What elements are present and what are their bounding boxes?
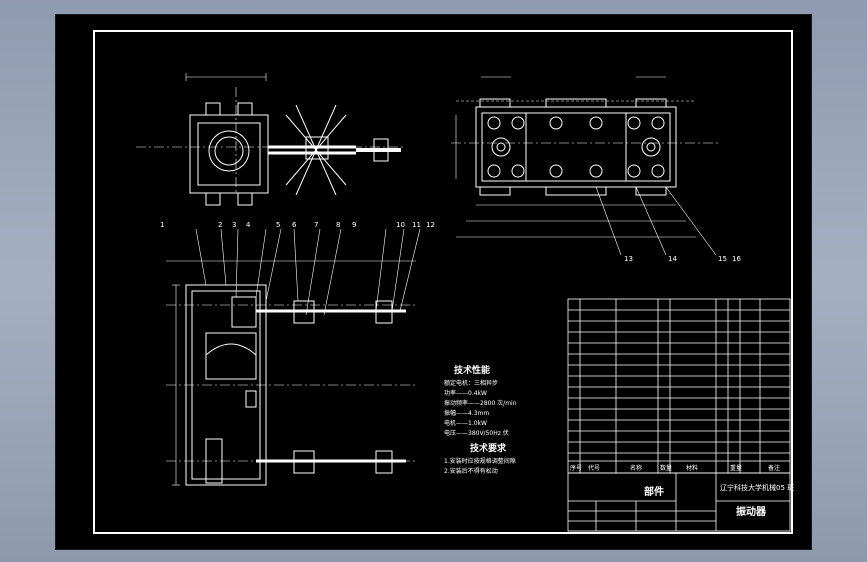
part-numbers: 1 2 3 4 5 6 7 8 9 10 11 12 13 14 15 16 bbox=[160, 221, 741, 263]
bom-header-cell: 备注 bbox=[768, 464, 780, 472]
part-number: 10 bbox=[396, 221, 405, 229]
part-number: 16 bbox=[732, 255, 741, 263]
bom-header: 序号 代号 名称 数量 材料 重量 备注 bbox=[570, 464, 780, 472]
part-number: 9 bbox=[352, 221, 356, 229]
bom-header-cell: 重量 bbox=[730, 464, 742, 472]
drawing-name: 振动器 bbox=[736, 505, 767, 518]
part-number: 4 bbox=[246, 221, 251, 229]
tech-requirement: 1.安装时应按规格调整间隙 bbox=[444, 457, 516, 465]
tech-param: 振动频率——2800 次/min bbox=[444, 399, 517, 407]
tech-param: 功率——0.4kW bbox=[444, 389, 487, 397]
sheet-border bbox=[93, 30, 793, 534]
tech-param: 额定电机：三相异步 bbox=[444, 379, 498, 387]
part-number: 2 bbox=[218, 221, 222, 229]
part-number: 8 bbox=[336, 221, 340, 229]
cad-drawing: 1 2 3 4 5 6 7 8 9 10 11 12 13 14 15 16 技… bbox=[93, 30, 794, 534]
part-number: 1 bbox=[160, 221, 164, 229]
tech-param: 电压——380V/50Hz 伏 bbox=[444, 429, 509, 437]
bom-header-cell: 代号 bbox=[588, 464, 600, 472]
part-type: 部件 bbox=[644, 485, 664, 498]
part-number: 15 bbox=[718, 255, 727, 263]
front-view bbox=[166, 228, 421, 486]
top-right-view bbox=[451, 76, 721, 256]
part-number: 5 bbox=[276, 221, 280, 229]
part-number: 13 bbox=[624, 255, 633, 263]
part-number: 12 bbox=[426, 221, 435, 229]
tech-req-title: 技术要求 bbox=[470, 442, 507, 454]
top-left-view bbox=[136, 73, 406, 206]
tech-params-title: 技术性能 bbox=[454, 364, 490, 376]
tech-param: 振幅——4.3mm bbox=[444, 409, 489, 417]
tech-requirement: 2.安装后不得有松动 bbox=[444, 467, 498, 475]
school-name: 辽宁科技大学机械05 班 bbox=[720, 483, 794, 492]
bom-header-cell: 序号 bbox=[570, 464, 582, 472]
bom-header-cell: 数量 bbox=[660, 464, 672, 472]
bom-header-cell: 材料 bbox=[686, 464, 698, 472]
tech-param: 电机——1.0kW bbox=[444, 419, 487, 427]
bom-header-cell: 名称 bbox=[630, 464, 642, 472]
drawing-viewport[interactable]: 1 2 3 4 5 6 7 8 9 10 11 12 13 14 15 16 技… bbox=[55, 14, 812, 550]
part-number: 6 bbox=[292, 221, 297, 229]
part-number: 14 bbox=[668, 255, 677, 263]
part-number: 3 bbox=[232, 221, 236, 229]
technical-notes: 技术性能 额定电机：三相异步 功率——0.4kW 振动频率——2800 次/mi… bbox=[444, 364, 517, 475]
title-block-text: 部件 辽宁科技大学机械05 班 振动器 bbox=[644, 483, 794, 518]
part-number: 7 bbox=[314, 221, 318, 229]
part-number: 11 bbox=[412, 221, 421, 229]
bom-and-title-block bbox=[567, 298, 791, 532]
